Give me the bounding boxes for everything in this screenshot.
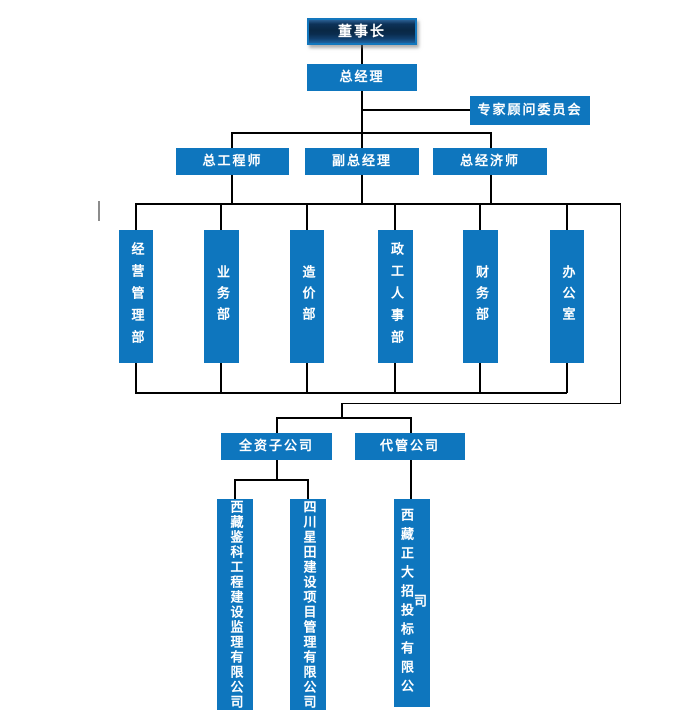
node-company-tibet-zhengda: 西藏正大招投标有限公司 [394,499,430,707]
connector-line [220,203,222,230]
connector-line [276,417,411,419]
node-general-manager: 总经理 [307,64,417,91]
connector-line [276,460,278,480]
connector-line [135,392,567,394]
node-chief-economist: 总经济师 [433,148,547,175]
connector-line [394,203,396,230]
connector-line [231,132,233,148]
connector-line [306,203,308,230]
connector-line [231,175,233,204]
connector-line [566,203,568,230]
connector-line [220,363,222,393]
node-dept-political-personnel: 政工人事部 [378,230,413,363]
connector-line [361,175,363,204]
connector-line [341,402,343,419]
connector-line [566,363,568,393]
connector-line [135,203,137,230]
connector-line [361,45,363,64]
connector-line [306,363,308,393]
node-dept-office: 办公室 [550,230,584,363]
connector-line [341,402,621,404]
connector-line [619,203,621,404]
node-advisory-committee: 专家顾问委员会 [470,96,590,125]
connector-line [479,203,481,230]
connector-line [410,460,412,499]
node-deputy-general-manager: 副总经理 [305,148,419,175]
node-company-tibet-jianke: 西藏鉴科工程建设监理有限公司 [217,499,253,710]
stray-mark [98,201,100,221]
connector-line [490,132,492,148]
node-managed-companies: 代管公司 [355,433,465,460]
connector-line [362,109,470,111]
connector-line [410,417,412,433]
connector-line [394,363,396,393]
node-dept-cost: 造价部 [290,230,324,363]
connector-line [135,203,621,205]
connector-line [276,417,278,433]
node-dept-operations-management: 经营管理部 [119,230,153,363]
connector-line [490,175,492,204]
connector-line [135,363,137,393]
connector-line [234,479,308,481]
connector-line [231,132,491,134]
connector-line [479,363,481,393]
node-dept-finance: 财务部 [463,230,498,363]
connector-line [234,479,236,499]
node-chairman: 董事长 [307,18,417,45]
connector-line [361,91,363,148]
node-company-sichuan-xingtian: 四川星田建设项目管理有限公司 [290,499,326,710]
node-wholly-owned-subsidiaries: 全资子公司 [221,433,332,460]
connector-line [307,479,309,499]
node-chief-engineer: 总工程师 [176,148,289,175]
node-dept-business: 业务部 [204,230,239,363]
